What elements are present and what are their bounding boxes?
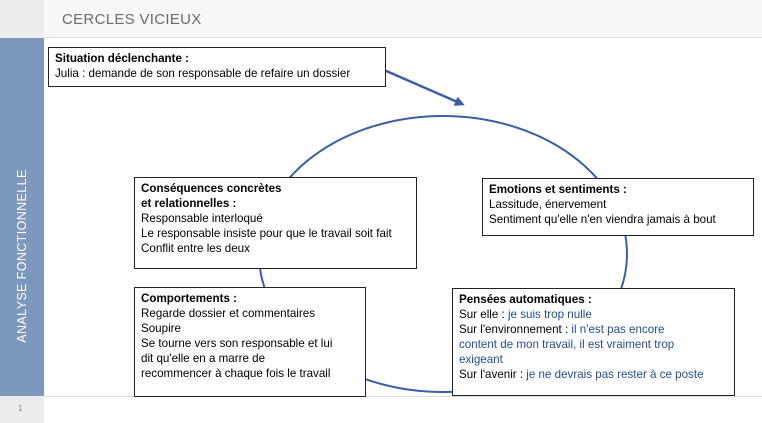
situation-heading: Situation déclenchante : [55,52,189,65]
comportements-line: Se tourne vers son responsable et lui [141,337,333,350]
pensees-env-value-2: content de mon travail, il est vraiment … [459,338,675,351]
pensees-avenir-value: je ne devrais pas rester à ce poste [526,368,704,381]
comportements-line: Soupire [141,322,181,335]
consequences-box: Conséquences concrètes et relationnelles… [134,177,417,269]
comportements-box: Comportements : Regarde dossier et comme… [134,287,366,397]
pensees-heading: Pensées automatiques : [459,293,592,306]
pensees-env-value-3: exigeant [459,353,503,366]
pensees-elle-value: je suis trop nulle [507,308,592,321]
emotions-line: Lassitude, énervement [489,198,607,211]
pensees-env-value: il n'est pas encore [571,323,665,336]
consequences-line: Conflit entre les deux [141,242,250,255]
pensees-avenir: Sur l'avenir : je ne devrais pas rester … [459,367,728,382]
consequences-line: Responsable interloqué [141,212,263,225]
pensees-elle: Sur elle : je suis trop nulle [459,307,728,322]
consequences-line: Le responsable insiste pour que le trava… [141,227,392,240]
situation-text: Julia : demande de son responsable de re… [55,67,351,80]
pensees-avenir-label: Sur l'avenir : [459,368,527,381]
footer-divider [44,396,762,397]
sidebar: ANALYSE FONCTIONNELLE [0,38,44,396]
footer-corner [0,396,44,423]
comportements-heading: Comportements : [141,292,237,305]
emotions-box: Emotions et sentiments : Lassitude, éner… [482,178,754,236]
comportements-line: dit qu'elle en a marre de [141,352,266,365]
slide-title: CERCLES VICIEUX [62,11,202,28]
trigger-arrow [383,68,465,106]
emotions-heading: Emotions et sentiments : [489,183,627,196]
pensees-box: Pensées automatiques : Sur elle : je sui… [452,288,735,396]
situation-box: Situation déclenchante : Julia : demande… [48,47,386,87]
page-number: 1 [18,404,23,413]
pensees-elle-label: Sur elle : [459,308,508,321]
comportements-line: recommencer à chaque fois le travail [141,367,331,380]
consequences-heading-2: et relationnelles : [141,197,237,210]
comportements-line: Regarde dossier et commentaires [141,307,315,320]
pensees-env: Sur l'environnement : il n'est pas encor… [459,322,728,337]
header-corner [0,0,44,38]
slide-header [0,0,762,38]
emotions-line: Sentiment qu'elle n'en viendra jamais à … [489,213,716,226]
consequences-heading: Conséquences concrètes [141,182,282,195]
pensees-env-label: Sur l'environnement : [459,323,572,336]
